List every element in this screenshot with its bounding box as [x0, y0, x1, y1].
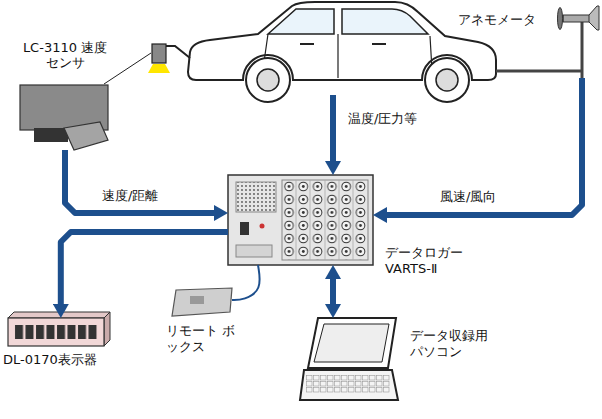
node-label: LC-3110 速度センサ: [20, 40, 110, 71]
sensor-box-part: [64, 122, 108, 150]
connector: [65, 150, 214, 213]
car-illustration-part: [164, 46, 190, 58]
node-label: DL-0170表示器: [3, 352, 97, 368]
data-logger-illustration-part: [240, 222, 249, 235]
anemometer-illustration-part: [589, 6, 599, 30]
anemometer-illustration-part: [558, 8, 563, 30]
data-logger-illustration-part: [282, 180, 368, 260]
car-illustration-part: [425, 58, 469, 102]
remote-box: リモート ボックス: [172, 288, 232, 315]
car-illustration-part: [436, 69, 458, 91]
remote-box-illustration-part: [172, 288, 232, 316]
node-label: データロガー VARTS-Ⅱ: [385, 245, 485, 276]
connector: [330, 279, 336, 304]
data-logger-illustration-part: [236, 182, 276, 212]
connector: [387, 78, 582, 215]
data-logger-illustration-part: [260, 224, 265, 229]
anemometer: アネモメータ: [540, 2, 598, 78]
sensor-head-part: [152, 44, 166, 63]
display-unit: DL-0170表示器: [8, 318, 104, 346]
car-illustration-part: [300, 43, 386, 45]
data-logger: データロガー VARTS-Ⅱ: [228, 175, 373, 265]
data-logger-illustration-part: [228, 175, 373, 265]
laptop-illustration: [300, 318, 398, 400]
laptop-illustration-part: [308, 318, 396, 368]
sensor-head-part: [104, 53, 151, 84]
sensor-box-part: [34, 128, 68, 142]
car-illustration-part: [342, 9, 428, 34]
car-illustration-part: [257, 69, 279, 91]
remote-box-illustration-part: [190, 296, 204, 304]
laptop-pc: データ収録用 パソコン: [300, 318, 398, 405]
anemometer-illustration-part: [563, 15, 591, 22]
car-illustration: [164, 2, 496, 102]
data-logger-illustration-part: [236, 245, 272, 257]
laptop-illustration-part: [314, 324, 389, 362]
connector: [232, 265, 260, 300]
edge-label: 速度/距離: [100, 188, 160, 204]
anemometer-illustration-part: [581, 22, 584, 78]
edge-label: 風速/風向: [438, 189, 498, 205]
signal-label: 温度/圧力等: [346, 111, 419, 127]
sensor-head-part: [148, 64, 170, 73]
car-illustration-part: [268, 9, 334, 34]
data-logger-illustration: [228, 175, 373, 265]
car-illustration-part: [246, 58, 290, 102]
laptop-illustration-part: [300, 370, 398, 400]
remote-box-illustration: [172, 288, 232, 316]
signal-arrow: [330, 95, 336, 161]
sensor-head: [104, 44, 170, 84]
sensor-box: [20, 85, 108, 150]
display-illustration: [8, 312, 110, 346]
connector: [61, 232, 228, 304]
display-illustration-part: [8, 312, 110, 318]
speed-sensor: LC-3110 速度センサ: [20, 85, 110, 150]
laptop-illustration-part: [306, 375, 390, 393]
node-label: リモート ボックス: [166, 323, 236, 354]
node-label: アネモメータ: [458, 12, 536, 28]
data-logger-illustration-part: [296, 180, 353, 260]
node-label: データ収録用 パソコン: [410, 328, 505, 359]
display-illustration-part: [8, 318, 104, 346]
anemometer-illustration-part: [496, 70, 583, 73]
display-illustration-part: [104, 312, 110, 346]
display-illustration-part: [14, 324, 98, 340]
